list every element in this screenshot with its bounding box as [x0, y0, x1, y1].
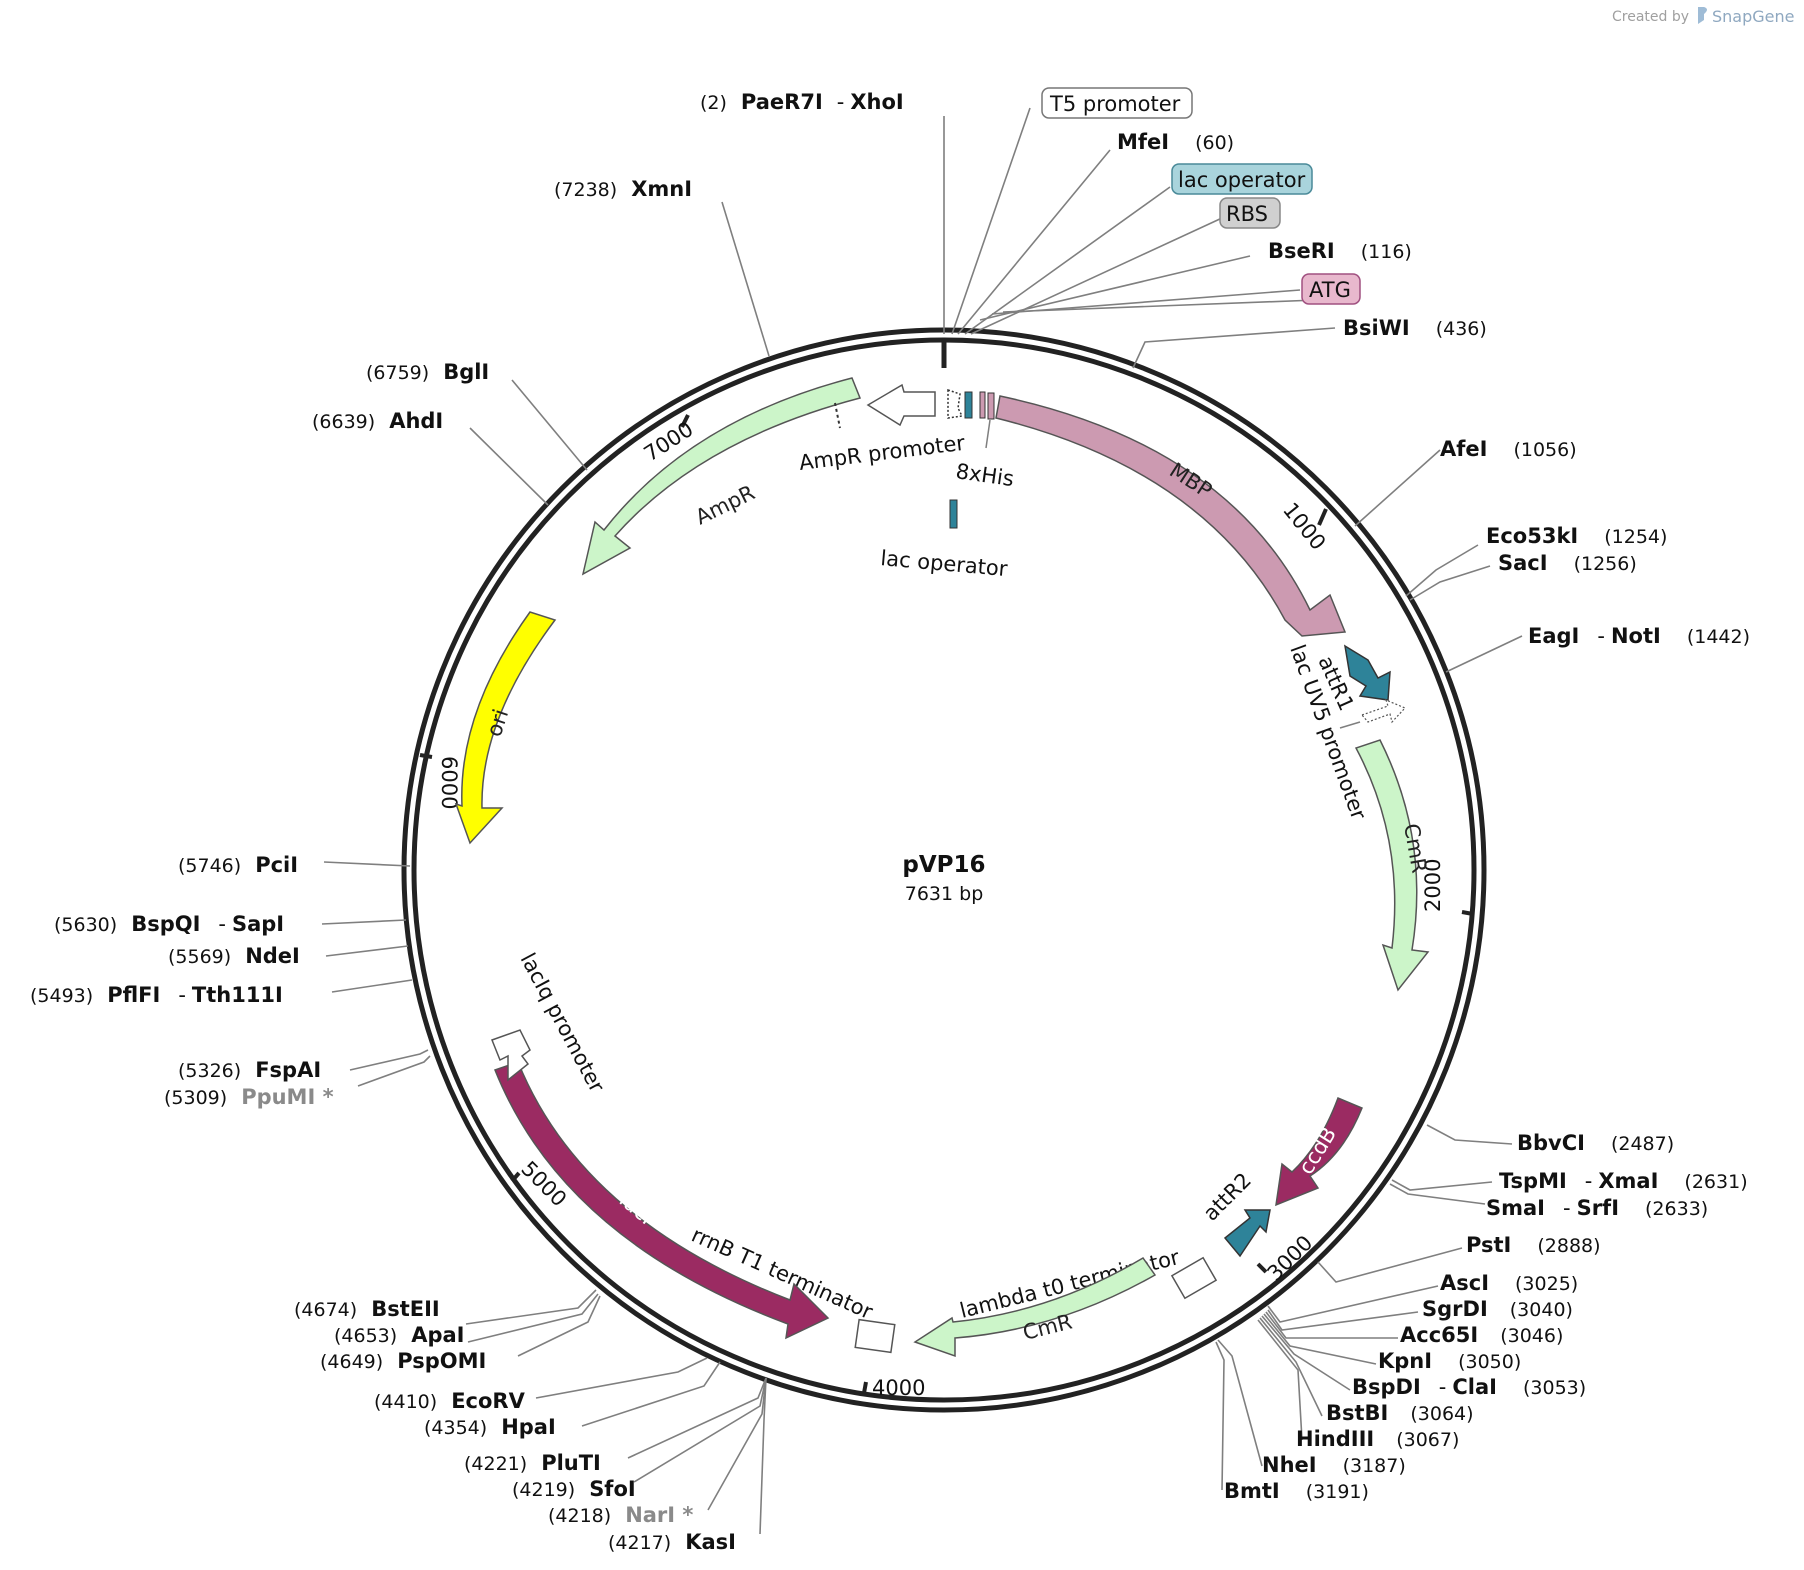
site-bspqi-sapi[interactable]: (5630)BspQI-SapI [54, 912, 284, 936]
site-smai-srfi[interactable]: SmaI-SrfI(2633) [1486, 1196, 1708, 1220]
restriction-sites: (2)PaeR7I-XhoI MfeI(60) BseRI(116) BsiWI… [30, 90, 1750, 1554]
feature-8xhis[interactable] [987, 392, 995, 420]
site-eco53ki[interactable]: Eco53kI(1254) [1486, 524, 1667, 548]
feature-lac-operator-inner[interactable] [949, 499, 958, 529]
feature-cmr-1[interactable] [1354, 739, 1430, 992]
rbs-label: RBS [1226, 202, 1268, 226]
t5-promoter-label: T5 promoter [1049, 92, 1181, 116]
site-fspai[interactable]: (5326)FspAI [178, 1058, 321, 1082]
feature-ccdb[interactable] [1275, 1097, 1363, 1207]
site-ndei[interactable]: (5569)NdeI [168, 944, 300, 968]
site-bspdi-clai[interactable]: BspDI-ClaI(3053) [1352, 1375, 1586, 1399]
site-nari[interactable]: (4218)NarI * [548, 1503, 693, 1527]
site-bgli[interactable]: (6759)BglI [366, 360, 489, 384]
site-sfoi[interactable]: (4219)SfoI [512, 1477, 636, 1501]
site-acc65i[interactable]: Acc65I(3046) [1400, 1323, 1563, 1347]
feature-rrnb-terminator[interactable] [854, 1318, 896, 1354]
tick-1000 [1317, 508, 1328, 526]
feature-lac-operator-top[interactable] [964, 391, 973, 419]
site-nhei[interactable]: NheI(3187) [1262, 1453, 1406, 1477]
site-kasi[interactable]: (4217)KasI [608, 1530, 736, 1554]
credit-brand: SnapGene [1712, 7, 1794, 26]
site-ahdi[interactable]: (6639)AhdI [312, 409, 443, 433]
site-afei[interactable]: AfeI(1056) [1440, 437, 1577, 461]
lac-operator-label: lac operator [1178, 168, 1306, 192]
feature-ampr-promoter[interactable] [866, 383, 936, 427]
feature-laciq-promoter-label: lacIq promoter [516, 949, 610, 1096]
snapgene-credit: Created by SnapGene [1612, 7, 1794, 26]
site-ppumi[interactable]: (5309)PpuMI * [164, 1085, 334, 1109]
site-bsiwi[interactable]: BsiWI(436) [1343, 316, 1487, 340]
site-hindiii[interactable]: HindIII(3067) [1296, 1427, 1459, 1451]
site-xmni[interactable]: (7238)XmnI [554, 177, 692, 201]
tick-4000 [862, 1381, 868, 1394]
feature-atg[interactable] [979, 391, 986, 419]
feature-attr2[interactable] [1223, 1209, 1271, 1258]
tick-marks [419, 340, 1474, 1394]
site-asci[interactable]: AscI(3025) [1440, 1271, 1578, 1295]
feature-lambda-terminator[interactable] [1170, 1256, 1218, 1300]
tick-label-6000: 6000 [437, 756, 461, 809]
site-bseri[interactable]: BseRI(116) [1268, 239, 1412, 263]
snapgene-logo-icon [1698, 7, 1707, 24]
site-sgrdi[interactable]: SgrDI(3040) [1422, 1297, 1573, 1321]
site-kpni[interactable]: KpnI(3050) [1378, 1349, 1521, 1373]
plasmid-length: 7631 bp [905, 883, 984, 905]
site-saci[interactable]: SacI(1256) [1498, 551, 1637, 575]
tick-label-3000: 3000 [1263, 1231, 1318, 1286]
site-pspomi[interactable]: (4649)PspOMI [320, 1349, 486, 1373]
feature-ampr-label: AmpR [692, 480, 759, 529]
site-pluti[interactable]: (4221)PluTI [464, 1451, 601, 1475]
lac-operator-box [1171, 163, 1313, 195]
feature-ampr-promoter-label: AmpR promoter [798, 431, 967, 475]
atg-box [1301, 273, 1361, 305]
leader-lines [321, 107, 1523, 1535]
site-psti[interactable]: PstI(2888) [1466, 1233, 1601, 1257]
tick-label-2000: 2000 [1421, 859, 1445, 912]
feature-attr1[interactable] [1343, 644, 1391, 701]
tick-7000 [680, 414, 690, 428]
site-pflfi-tth111i[interactable]: (5493)PflFI-Tth111I [30, 983, 283, 1007]
site-mfei[interactable]: MfeI(60) [1117, 130, 1234, 154]
site-tspmi-xmai[interactable]: TspMI-XmaI(2631) [1499, 1169, 1748, 1193]
feature-cmr-2[interactable] [913, 1257, 1157, 1358]
site-paer7i-xhoi[interactable]: (2)PaeR7I-XhoI [700, 90, 904, 114]
site-eagi-noti[interactable]: EagI-NotI(1442) [1528, 624, 1750, 648]
t5-promoter-box [1041, 87, 1193, 119]
feature-lac-operator-inner-label: lac operator [880, 546, 1009, 581]
site-bbvci[interactable]: BbvCI(2487) [1517, 1131, 1674, 1155]
boxed-feature-labels: T5 promoter lac operator RBS ATG [1041, 87, 1361, 305]
site-ecorv[interactable]: (4410)EcoRV [374, 1389, 526, 1413]
feature-ampr[interactable] [581, 377, 862, 576]
plasmid-name: pVP16 [902, 852, 985, 878]
feature-lacuv5-promoter[interactable] [1360, 698, 1407, 724]
site-apai[interactable]: (4653)ApaI [334, 1323, 464, 1347]
feature-t5-promoter[interactable] [947, 388, 964, 419]
site-bmti[interactable]: BmtI(3191) [1224, 1479, 1369, 1503]
site-hpai[interactable]: (4354)HpaI [424, 1415, 556, 1439]
feature-laciq-promoter[interactable] [491, 1029, 531, 1082]
feature-attr2-label: attR2 [1199, 1168, 1256, 1225]
feature-mbp[interactable] [995, 395, 1347, 637]
tick-2000 [1461, 910, 1474, 916]
feature-laci[interactable] [494, 1061, 830, 1340]
tick-label-4000: 4000 [872, 1376, 925, 1400]
tick-3000 [1256, 1262, 1268, 1274]
rbs-box [1219, 197, 1281, 229]
feature-8xhis-label: 8xHis [954, 459, 1015, 491]
atg-label: ATG [1309, 278, 1351, 302]
tick-label-1000: 1000 [1278, 498, 1330, 555]
site-pcii[interactable]: (5746)PciI [178, 853, 298, 877]
site-bsteii[interactable]: (4674)BstEII [294, 1297, 440, 1321]
tick-6000 [419, 753, 433, 759]
tick-5000 [510, 1171, 521, 1183]
site-bstbi[interactable]: BstBI(3064) [1326, 1401, 1474, 1425]
credit-prefix: Created by [1612, 9, 1689, 25]
feature-ori[interactable] [454, 611, 557, 845]
